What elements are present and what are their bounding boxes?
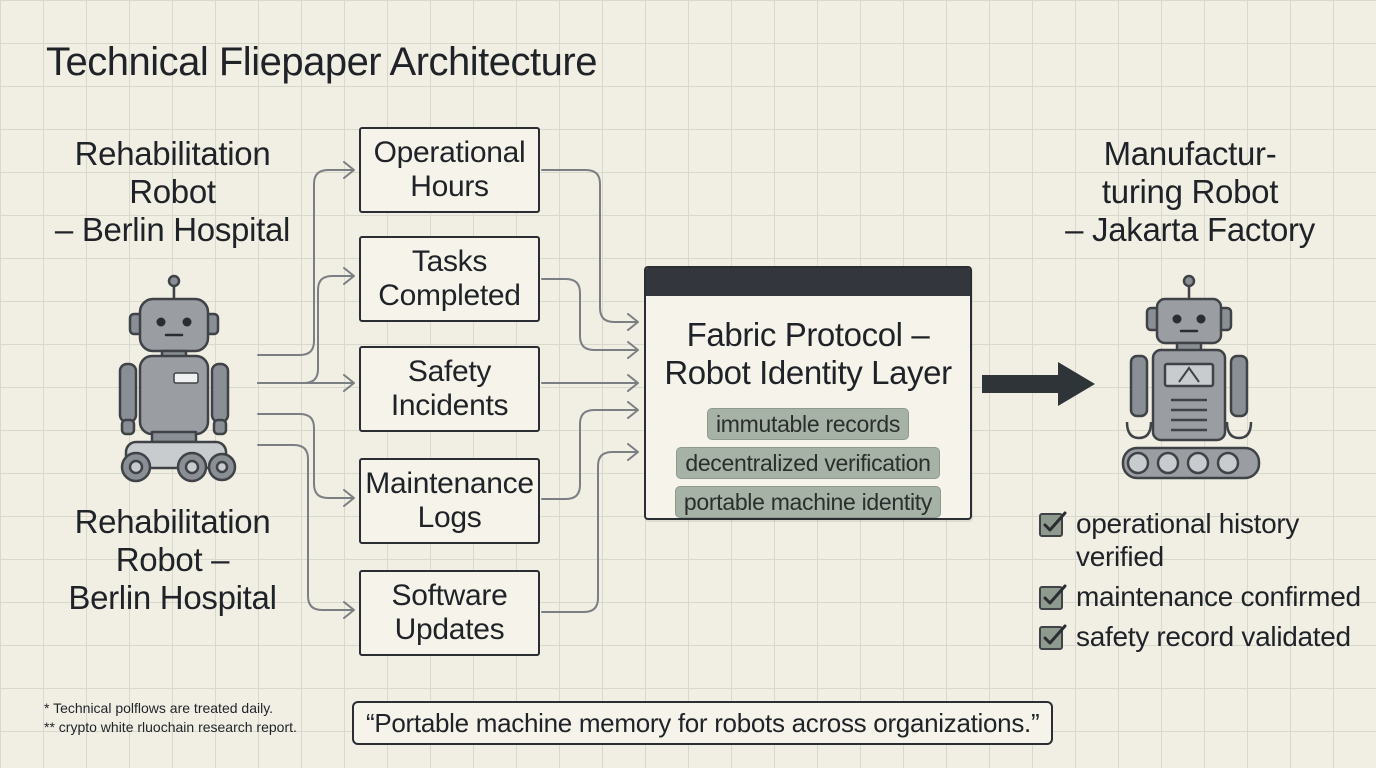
manufacturing-robot-icon [1121, 274, 1261, 480]
connector-robot-maintenance-logs [257, 413, 353, 499]
checkbox-checked-icon [1039, 584, 1067, 610]
footnote-2: ** crypto white rluochain research repor… [44, 719, 297, 735]
footnote-1: * Technical polflows are treated daily. [44, 700, 274, 716]
connector-software-updates-protocol [541, 451, 637, 613]
rehabilitation-robot-icon [118, 274, 237, 483]
connector-maintenance-logs-protocol [541, 409, 637, 500]
tag-decentralized-verification: decentralized verification [676, 447, 940, 479]
flow-arrow-icon [982, 362, 1095, 406]
connector-robot-tasks-completed [257, 275, 353, 384]
tag-portable-machine-identity: portable machine identity [674, 486, 942, 518]
connector-robot-operational-hours [257, 169, 353, 356]
connector-operational-hours-protocol [541, 169, 637, 323]
checkbox-checked-icon [1039, 624, 1067, 650]
right-robot-label: Manufactur- turing Robot – Jakarta Facto… [1065, 135, 1315, 248]
protocol-panel: Fabric Protocol – Robot Identity Layer i… [644, 266, 972, 520]
protocol-tags: immutable records decentralized verifica… [646, 408, 970, 518]
connector-robot-software-updates [257, 444, 353, 611]
left-robot-label-top: Rehabilitation Robot – Berlin Hospital [54, 135, 291, 248]
protocol-title: Fabric Protocol – Robot Identity Layer [664, 316, 952, 391]
quote-box: “Portable machine memory for robots acro… [352, 701, 1054, 745]
checkbox-checked-icon [1039, 511, 1067, 537]
check-item: safety record validated [1038, 620, 1368, 653]
protocol-title-bar [646, 268, 970, 296]
left-robot-label-bottom: Rehabilitation Robot – Berlin Hospital [68, 503, 277, 616]
page-title: Technical Fliepaper Architecture [46, 40, 597, 84]
tag-immutable-records: immutable records [706, 408, 910, 440]
check-item: maintenance confirmed [1038, 580, 1368, 613]
connector-tasks-completed-protocol [541, 278, 637, 351]
